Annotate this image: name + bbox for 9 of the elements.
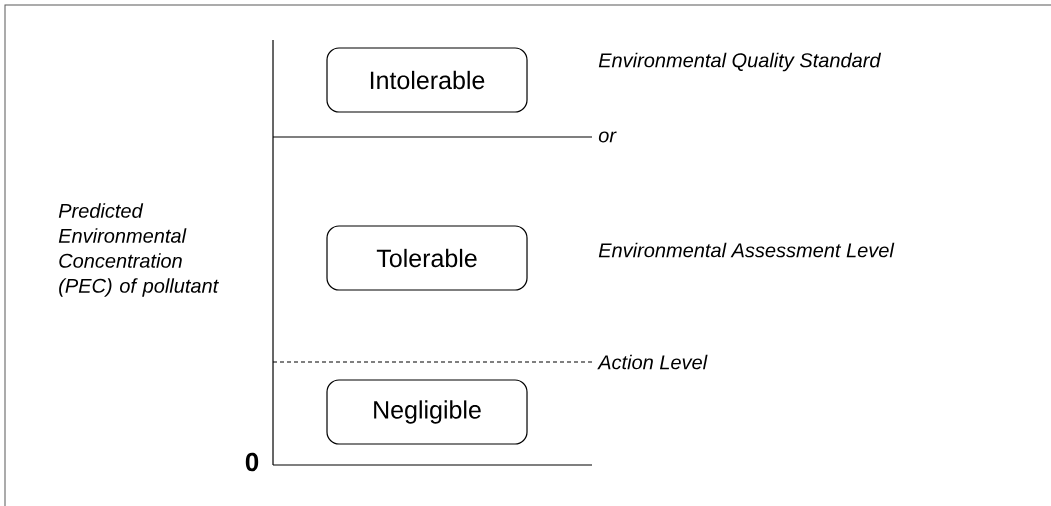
level-label: Action Level: [597, 354, 708, 370]
level-label: Environmental Quality Standard: [598, 52, 882, 72]
level-label: or: [598, 131, 617, 143]
axis-label: Predicted Environmental Concentration (PEC) of pollutant: [58, 203, 219, 297]
origin-label: 0: [245, 452, 259, 472]
level-label: Environmental Assessment Level: [598, 242, 895, 258]
category-box: Tolerable: [326, 225, 528, 291]
category-box: Intolerable: [326, 47, 528, 113]
category-box: Negligible: [326, 379, 528, 445]
